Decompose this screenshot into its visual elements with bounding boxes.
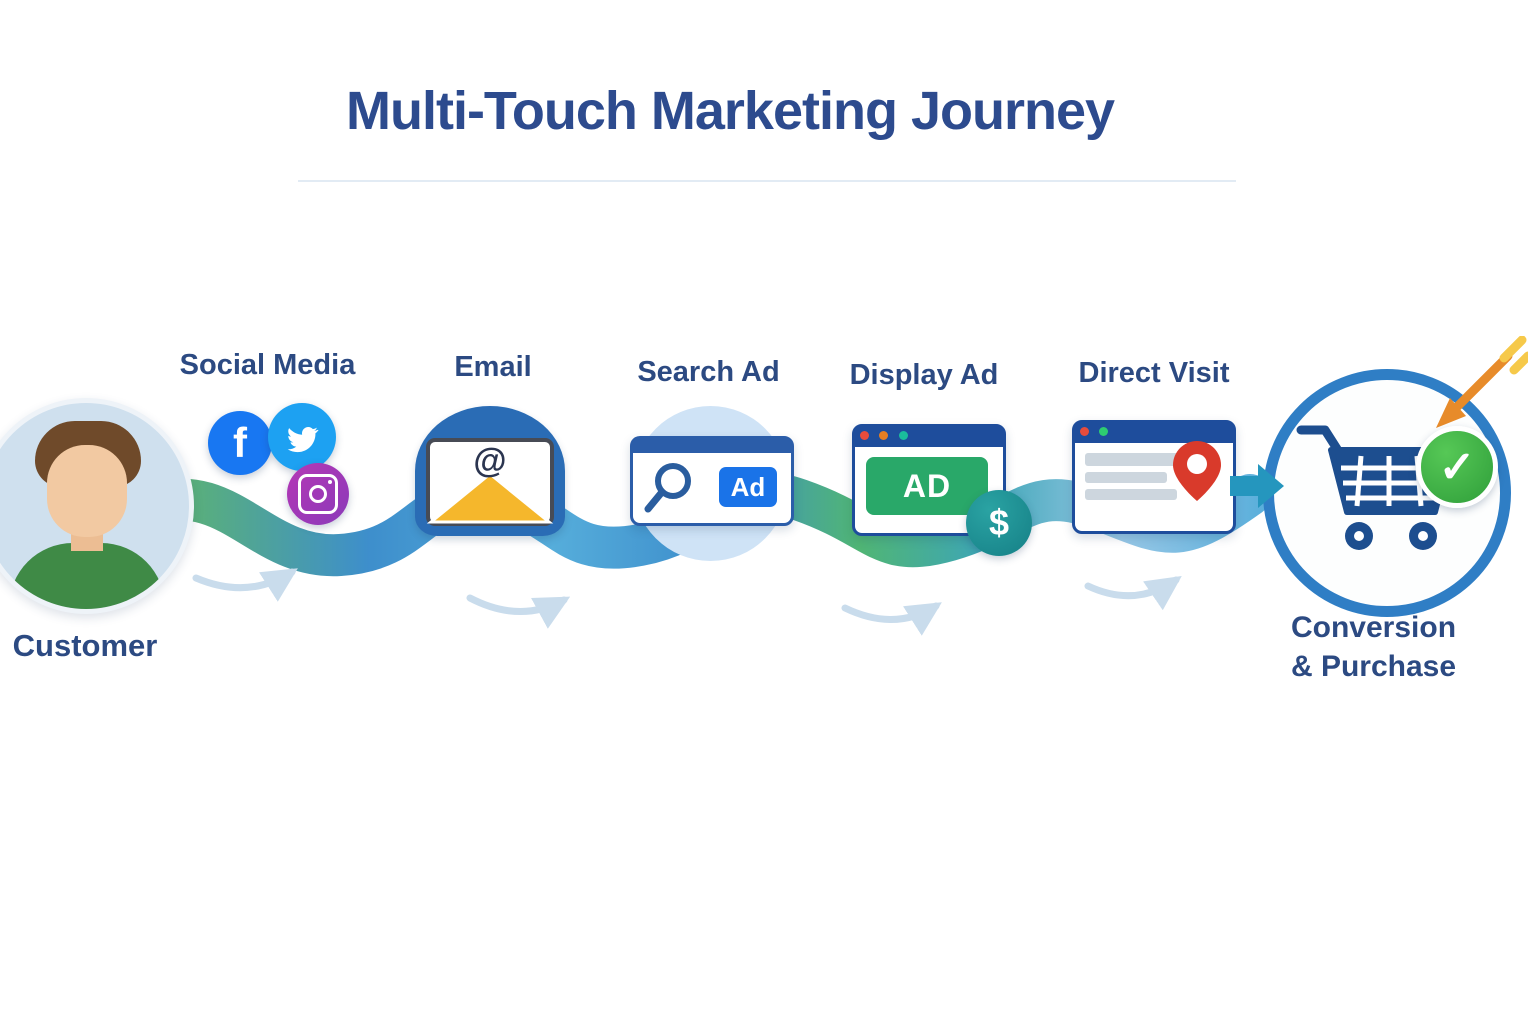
dollar-sign: $	[988, 502, 1010, 543]
customer-label: Customer	[12, 628, 158, 663]
conversion-label: Conversion & Purchase	[1256, 608, 1491, 686]
envelope-at-icon: @	[426, 438, 554, 526]
display-ad-banner: AD	[866, 457, 988, 515]
facebook-letter: f	[233, 419, 247, 466]
guide-arrow-1	[192, 568, 298, 602]
customer-avatar	[0, 398, 194, 614]
content-line	[1085, 453, 1185, 466]
search-browser-window: Ad	[630, 436, 794, 526]
guide-arrow-4	[1084, 576, 1182, 611]
twitter-icon	[268, 403, 336, 471]
location-pin-icon	[1173, 441, 1221, 501]
twitter-bird	[287, 427, 319, 453]
instagram-camera	[298, 474, 338, 514]
titlebar-dot-red	[860, 431, 869, 440]
search-ad-badge: Ad	[719, 467, 777, 507]
dollar-icon: $	[966, 490, 1032, 556]
page-title: Multi-Touch Marketing Journey	[345, 81, 1115, 141]
titlebar-dot-teal	[898, 431, 908, 440]
facebook-icon: f	[208, 411, 272, 475]
stage-label-display-ad: Display Ad	[849, 359, 999, 391]
stage-label-search-ad: Search Ad	[637, 356, 780, 388]
guide-arrows	[192, 568, 1182, 636]
display-browser-window: AD	[852, 424, 1006, 536]
avatar-face	[47, 445, 127, 537]
direct-browser-titlebar	[1074, 422, 1234, 443]
email-at-symbol: @	[473, 442, 506, 480]
guide-arrow-3	[841, 602, 942, 636]
avatar-shirt	[9, 543, 165, 609]
titlebar-dot-red	[1080, 427, 1089, 436]
titlebar-dot-green	[1099, 427, 1109, 436]
stage-label-direct-visit: Direct Visit	[1078, 357, 1230, 389]
instagram-icon	[287, 463, 349, 525]
guide-arrow-2	[466, 594, 571, 629]
instagram-flash-dot	[328, 480, 332, 484]
check-mark: ✓	[1438, 442, 1476, 492]
display-browser-titlebar	[854, 426, 1004, 447]
stage-label-social-media: Social Media	[179, 349, 356, 381]
titlebar-dot-orange	[879, 431, 889, 440]
conversion-label-line2: & Purchase	[1290, 650, 1457, 683]
direct-browser-window	[1072, 420, 1236, 534]
conversion-label-line1: Conversion	[1290, 611, 1457, 644]
magnifier-icon	[644, 463, 691, 513]
check-icon: ✓	[1416, 426, 1498, 508]
content-line	[1085, 472, 1167, 483]
search-browser-titlebar	[632, 438, 792, 453]
title-divider	[298, 180, 1236, 182]
instagram-lens	[309, 485, 327, 503]
stage-label-email: Email	[454, 351, 532, 383]
content-line	[1085, 489, 1177, 500]
dart-arrow-icon	[1436, 336, 1528, 428]
forward-arrow-icon	[1230, 464, 1284, 508]
